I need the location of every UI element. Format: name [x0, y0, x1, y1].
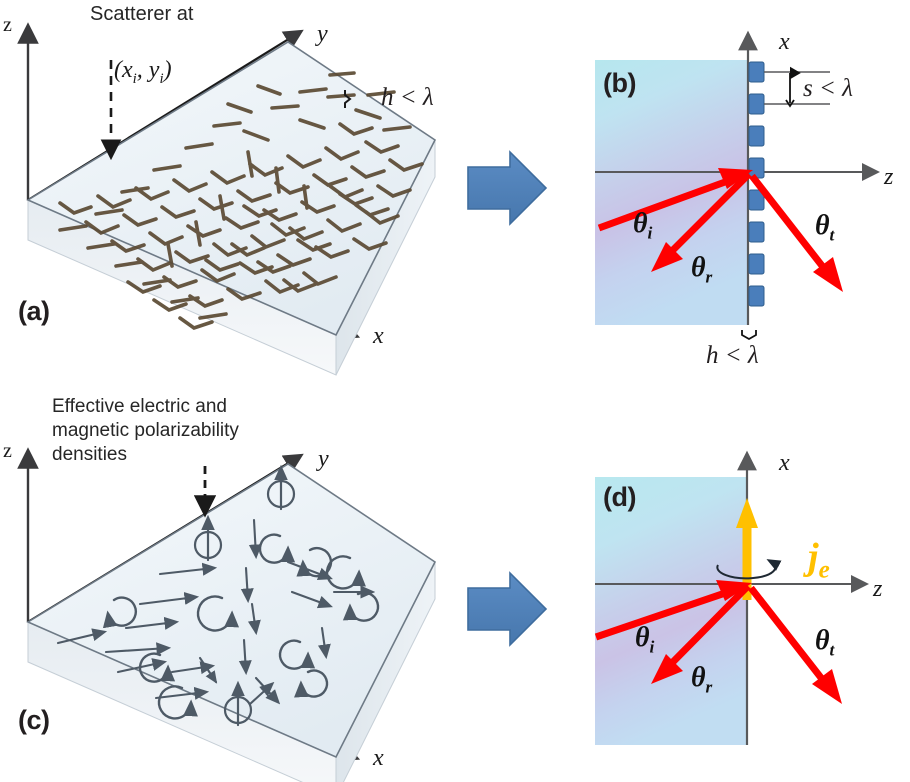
panel-b-axis-z-label: z	[884, 164, 894, 190]
theta-r-sym-d: θ	[691, 662, 706, 694]
panel-a-axis-y-label: y	[317, 21, 328, 47]
panel-d-angle-incident: θi	[607, 588, 654, 691]
panel-b-angle-incident: θi	[605, 174, 652, 277]
panel-d-incident-ray	[594, 580, 752, 641]
panel-a-axis-z-label: z	[3, 14, 12, 36]
panel-b-thickness-brace	[741, 330, 757, 341]
panel-c-annotation-line2: magnetic polarizability	[52, 420, 239, 441]
coord-mid: , y	[136, 57, 160, 84]
j-sym: j	[808, 535, 819, 578]
panel-c-electric-dipole-arrows	[56, 518, 376, 706]
panel-d-caption: (d)	[603, 482, 636, 512]
coord-close: )	[163, 57, 172, 84]
theta-r-sym: θ	[691, 252, 706, 284]
panel-c-axis-y-label: y	[318, 446, 329, 472]
theta-i-sym: θ	[633, 208, 648, 240]
panel-b-spacing-label: s < λ	[803, 75, 853, 102]
panel-b-thickness-label: h < λ	[706, 342, 759, 369]
panel-a-annotation-line1: Scatterer at	[90, 3, 194, 25]
panel-a-thickness-label: h < λ	[381, 84, 434, 111]
theta-r-sub-d: r	[705, 677, 713, 697]
panel-b-reflected-ray	[651, 171, 752, 272]
panel-b-graphic	[595, 30, 880, 341]
panel-c-magnetic-dipole-loops	[102, 533, 380, 720]
panel-a-graphic	[17, 22, 437, 376]
panel-c-axis-x-label: x	[373, 745, 384, 771]
panel-c-out-of-plane-dipoles	[193, 464, 296, 727]
panel-c-axis-z-label: z	[3, 440, 12, 462]
theta-t-sub: t	[829, 225, 835, 245]
coord-sub-i1: i	[132, 71, 137, 88]
panel-b-incident-ray	[597, 168, 753, 232]
theta-t-sub-d: t	[829, 640, 835, 660]
panel-d-transmitted-ray	[748, 585, 842, 704]
connector-arrow-bottom	[467, 571, 548, 647]
theta-r-sub: r	[705, 267, 713, 287]
panel-b-angle-reflected: θr	[663, 218, 712, 321]
panel-d-axis-z-label: z	[873, 576, 883, 602]
panel-d-graphic	[594, 450, 869, 745]
panel-c-annotation-line1: Effective electric and	[52, 396, 227, 417]
panel-a-thickness-brace	[344, 90, 352, 108]
panel-a-caption: (a)	[18, 296, 50, 326]
panel-d-rotation-indicator	[716, 559, 782, 580]
theta-i-sub-d: i	[649, 637, 655, 657]
panel-d-angle-reflected: θr	[663, 628, 712, 731]
theta-t-sym-d: θ	[815, 625, 830, 657]
panel-c-caption: (c)	[18, 705, 50, 735]
panel-a-axis-x-label: x	[373, 323, 384, 349]
panel-b-element-array	[748, 61, 765, 307]
coord-sub-i2: i	[159, 71, 164, 88]
theta-t-sym: θ	[815, 210, 830, 242]
connector-arrow-top	[467, 150, 548, 226]
theta-i-sub: i	[647, 223, 653, 243]
panel-b-medium-region	[595, 60, 748, 325]
panel-b-angle-transmitted: θt	[787, 176, 834, 279]
panel-b-spacing-measure-arrow	[785, 66, 801, 108]
panel-a-scatterer-array	[58, 71, 424, 330]
panel-d-reflected-ray	[651, 583, 751, 684]
panel-c-annotation-line3: densities	[52, 444, 127, 465]
panel-d-axis-x-label: x	[779, 450, 790, 476]
panel-b-transmitted-ray	[749, 173, 843, 292]
panel-b-axis-x-label: x	[779, 29, 790, 55]
panel-d-angle-transmitted: θt	[787, 591, 834, 694]
panel-a-slab-top-face	[26, 41, 437, 337]
j-sub: e	[818, 556, 830, 584]
panel-c-graphic	[17, 447, 437, 782]
panel-d-current-label: je	[770, 490, 830, 630]
panel-b-caption: (b)	[603, 68, 636, 98]
coord-open: (x	[114, 57, 133, 84]
panel-a-annotation-coords: (xi, yi)	[90, 28, 172, 117]
theta-i-sym-d: θ	[635, 622, 650, 654]
